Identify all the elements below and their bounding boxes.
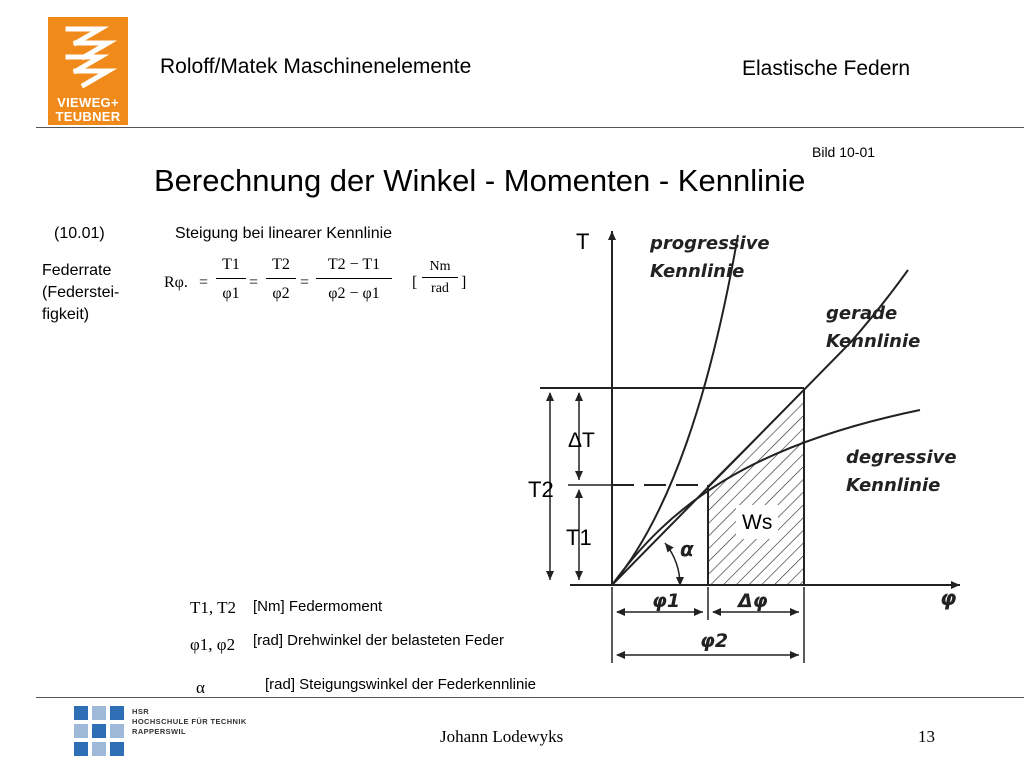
author-name: Johann Lodewyks: [440, 727, 564, 746]
progressive-label-1: progressive: [649, 233, 770, 254]
alpha-arc: [664, 542, 684, 586]
linear-curve: [611, 269, 909, 586]
legend-text-alpha: [rad] Steigungswinkel der Federkennlinie: [265, 676, 536, 693]
delta-t-label: ΔT: [568, 429, 595, 452]
unit-fraction: Nm rad: [422, 258, 458, 298]
fraction-difference: T2 − T1 φ2 − φ1: [316, 254, 392, 305]
legend-symbol-torque: T1, T2: [190, 598, 236, 617]
gerade-label-2: Kennlinie: [826, 331, 920, 352]
legend-symbol-angle: φ1, φ2: [190, 635, 236, 654]
fraction-denominator: φ2 − φ1: [328, 285, 380, 302]
footer-divider: [36, 697, 1024, 698]
phi-axis-label: φ: [940, 586, 956, 610]
equals-1: =: [199, 274, 209, 291]
legend-text-torque: [Nm] Federmoment: [253, 598, 383, 615]
t1-label: T1: [566, 525, 592, 550]
degressive-label-1: degressive: [846, 447, 957, 468]
quantity-label: Federrate (Federstei-figkeit): [42, 262, 120, 323]
progressive-label-2: Kennlinie: [650, 261, 744, 282]
formula-symbol: Rφ.: [164, 274, 188, 291]
school-name-line3: RAPPERSWIL: [132, 727, 187, 736]
formula-number: (10.01): [54, 225, 105, 242]
fraction-numerator: T2: [272, 256, 290, 273]
unit-numerator: Nm: [429, 259, 451, 274]
fraction-denominator: φ2: [272, 285, 290, 302]
legend-text-angle: [rad] Drehwinkel der belasteten Feder: [253, 632, 504, 649]
formula-caption: Steigung bei linearer Kennlinie: [175, 225, 393, 242]
figure-reference: Bild 10-01: [812, 144, 876, 160]
fraction-denominator: φ1: [222, 285, 240, 302]
delta-phi-label: Δφ: [736, 590, 768, 612]
chapter-title: Elastische Federn: [742, 57, 911, 80]
logo-line1: VIEWEG+: [57, 95, 119, 110]
legend-symbol-alpha: α: [196, 678, 205, 697]
header-divider: [36, 127, 1024, 128]
page-title: Berechnung der Winkel - Momenten - Kennl…: [154, 163, 806, 198]
unit-bracket-close: ]: [461, 274, 467, 291]
t-axis-label: T: [576, 229, 589, 254]
degressive-curve: [611, 409, 921, 586]
fraction-t2-phi2: T2 φ2: [266, 254, 296, 305]
fraction-numerator: T1: [222, 256, 240, 273]
ws-label-background: [736, 505, 778, 539]
spring-characteristic-diagram: progressive Kennlinie gerade Kennlinie d…: [528, 229, 960, 663]
equals-3: =: [300, 274, 310, 291]
vieweg-teubner-logo: VIEWEG+ TEUBNER: [48, 17, 128, 125]
fraction-t1-phi1: T1 φ1: [216, 254, 246, 305]
work-area-hatch: [708, 388, 804, 585]
gerade-label-1: gerade: [826, 303, 897, 324]
degressive-label-2: Kennlinie: [846, 475, 940, 496]
spring-logo-icon: [65, 26, 118, 89]
unit-denominator: rad: [431, 281, 449, 296]
unit-bracket-open: [: [412, 274, 418, 291]
t2-label: T2: [528, 477, 554, 502]
logo-line2: TEUBNER: [55, 109, 121, 124]
school-name-line1: HSR: [132, 707, 150, 716]
ws-label: Ws: [742, 511, 772, 534]
fraction-numerator: T2 − T1: [327, 256, 381, 273]
page-number: 13: [918, 727, 935, 746]
book-title: Roloff/Matek Maschinenelemente: [160, 55, 472, 78]
progressive-curve: [611, 234, 739, 586]
hsr-logo: [74, 706, 124, 756]
equals-2: =: [249, 274, 259, 291]
phi2-label: φ2: [700, 630, 728, 652]
phi1-label: φ1: [652, 590, 680, 612]
school-name-line2: HOCHSCHULE FÜR TECHNIK: [132, 717, 247, 726]
alpha-label: α: [680, 537, 694, 561]
